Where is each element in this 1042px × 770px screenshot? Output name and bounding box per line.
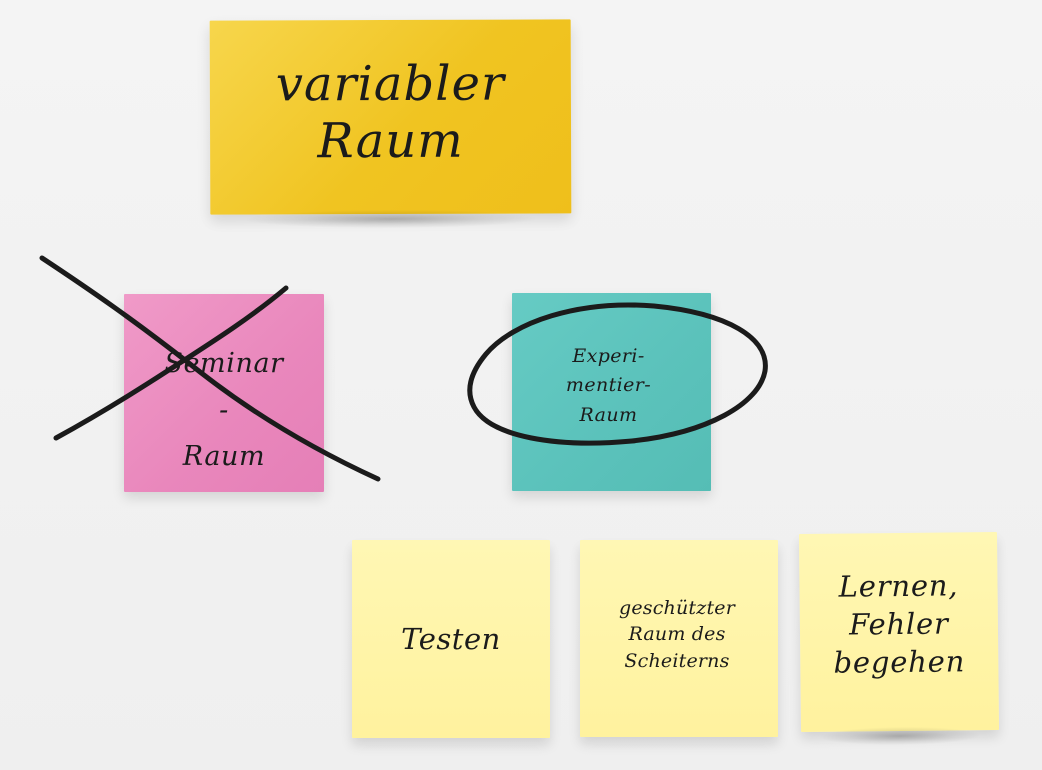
sticky-note-text: variabler Raum	[275, 55, 506, 170]
sticky-note-text: Testen	[401, 621, 501, 656]
sticky-note-lernen-fehler: Lernen, Fehler begehen	[798, 531, 1000, 733]
sticky-note-seminar-raum: Seminar - Raum	[124, 294, 324, 506]
sticky-note-geschuetzter-raum: geschützter Raum des Scheiterns	[580, 540, 778, 751]
sticky-note-testen: Testen	[352, 540, 550, 752]
sticky-note-text: Experi- mentier- Raum	[565, 344, 652, 426]
sticky-note-variabler-raum: variabler Raum	[209, 19, 572, 215]
sticky-note-text: Seminar - Raum	[164, 348, 284, 473]
sticky-note-text: geschützter Raum des Scheiterns	[618, 596, 736, 672]
sticky-note-text: Lernen, Fehler begehen	[833, 568, 966, 680]
sticky-note-experimentier-raum: Experi- mentier- Raum	[512, 293, 711, 505]
